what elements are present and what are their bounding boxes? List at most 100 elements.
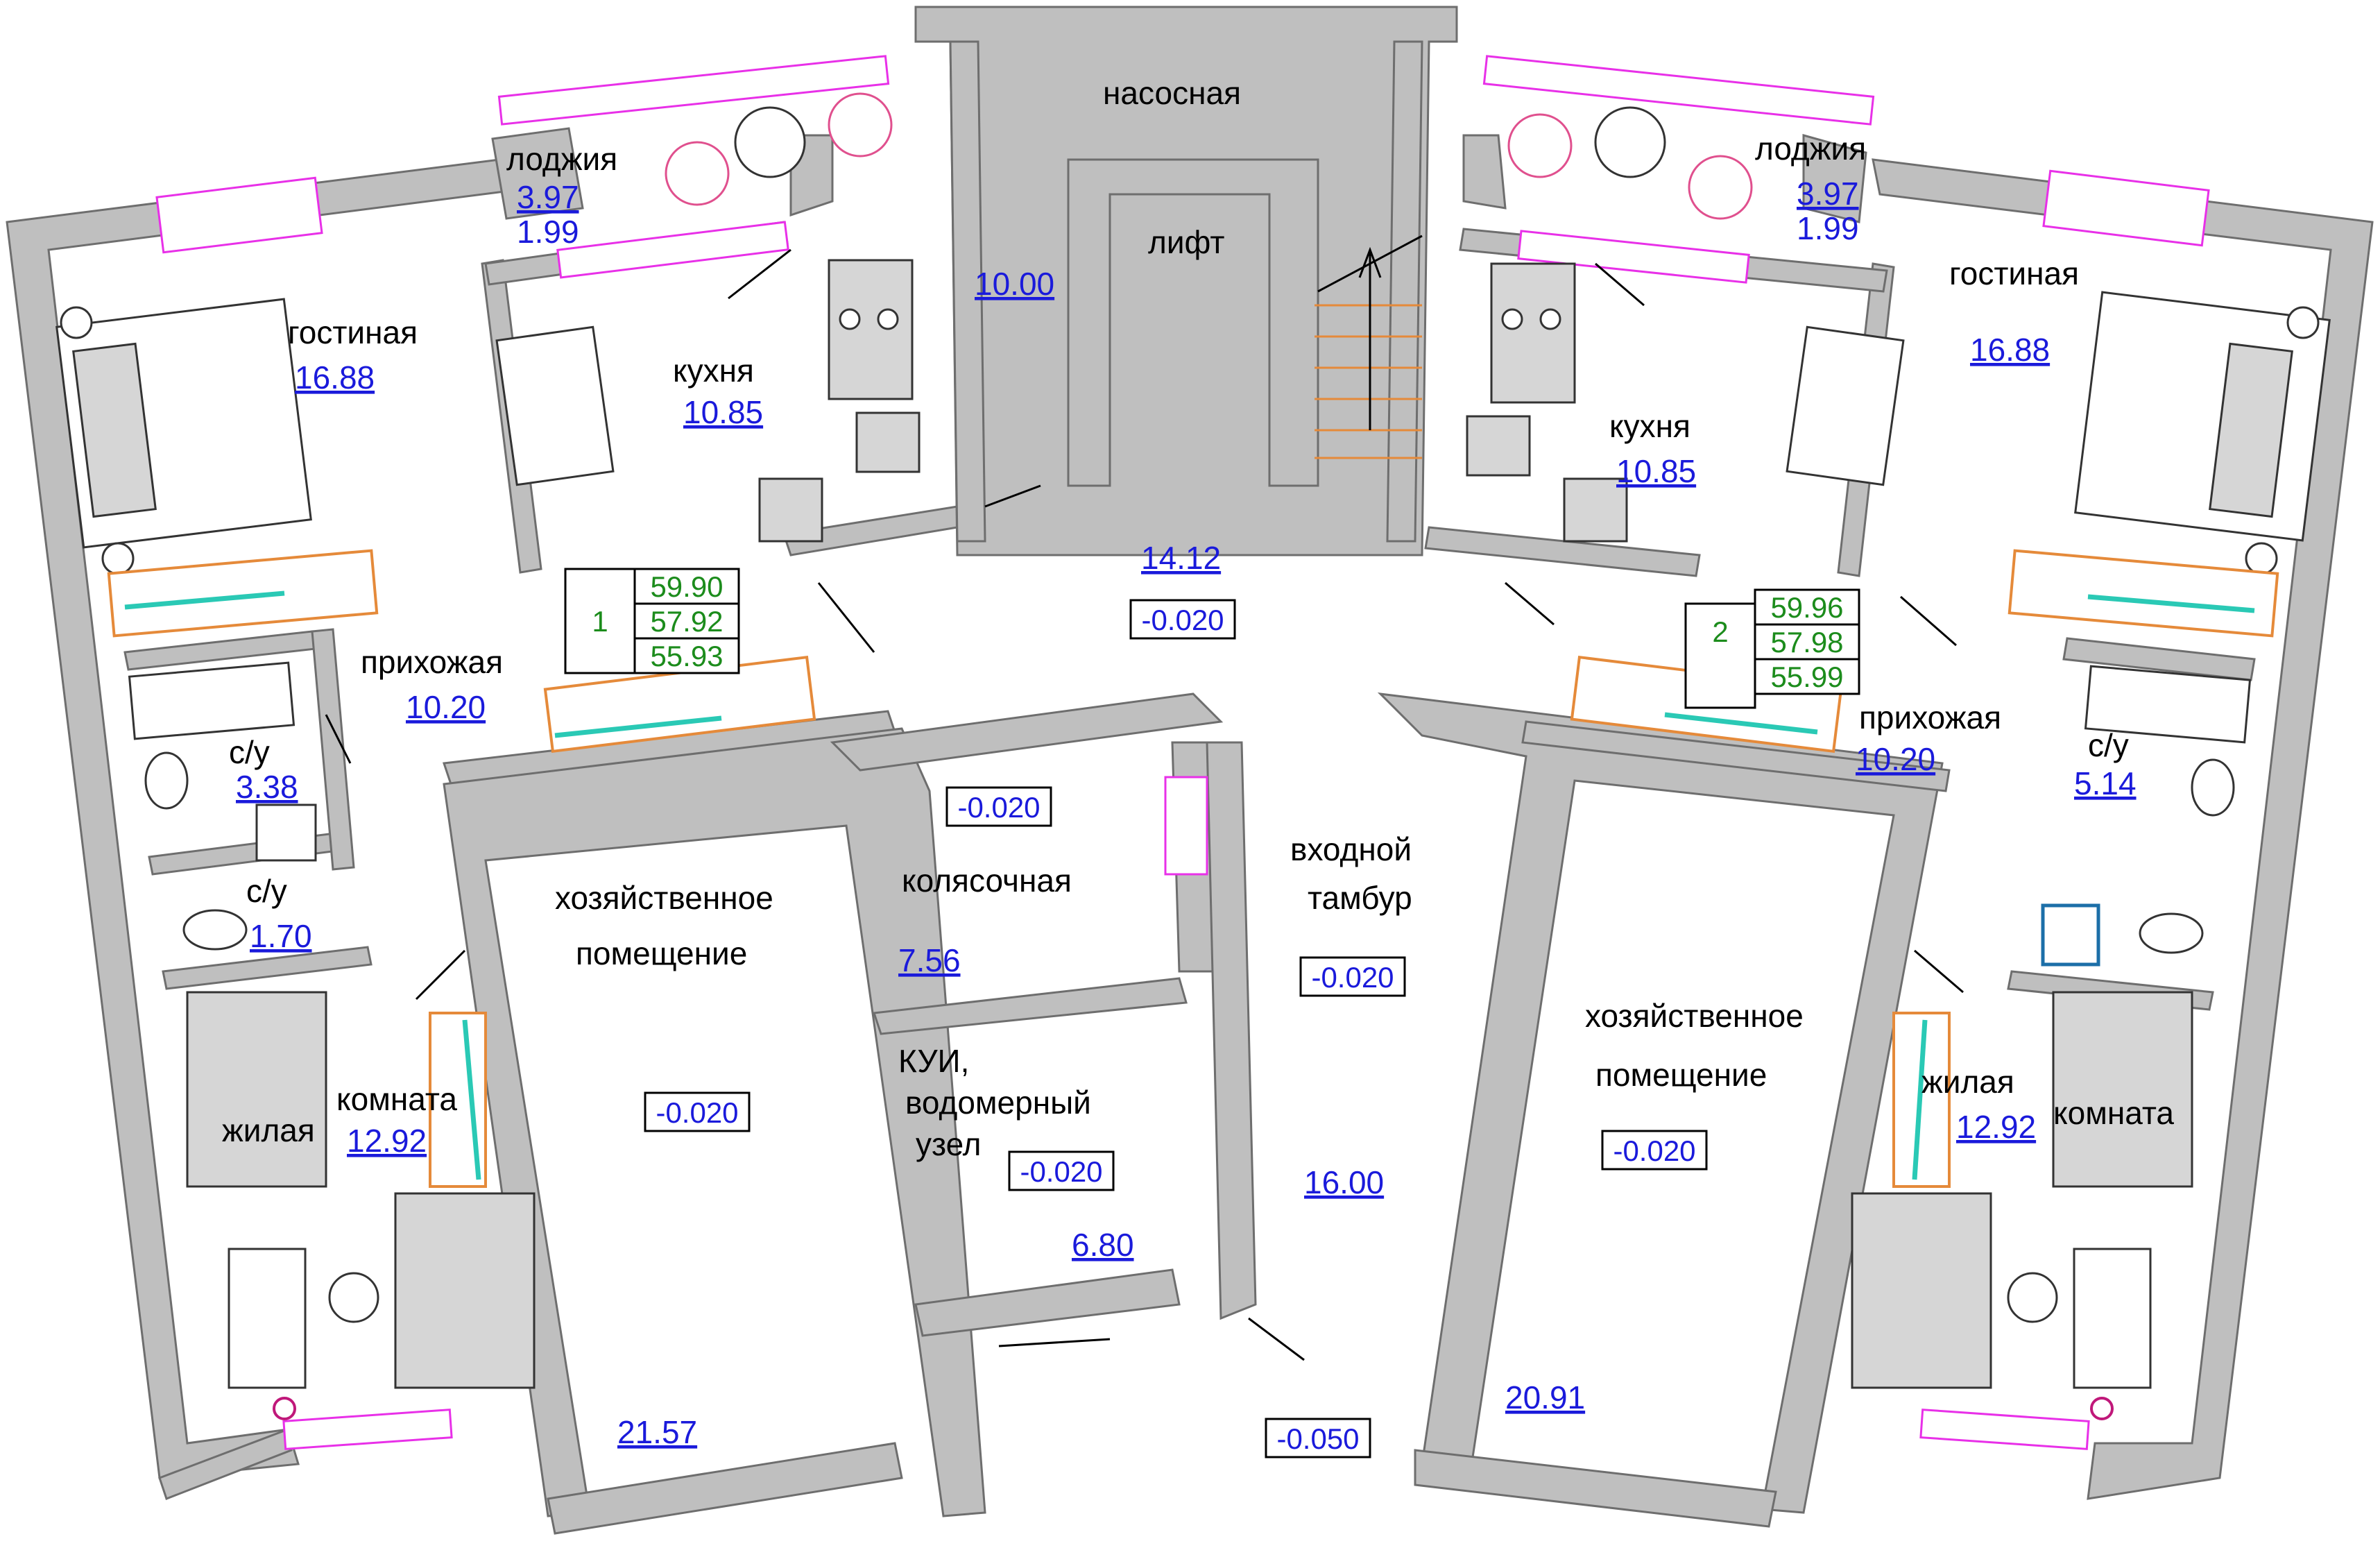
stair-arrow-head (1358, 246, 1382, 278)
living-right-area: 16.88 (1970, 332, 2050, 368)
washing-machine-left (255, 803, 317, 862)
apt1-net: 55.93 (650, 640, 723, 672)
living-left-area: 16.88 (295, 359, 375, 395)
nightstand-lamp-right (2245, 542, 2278, 575)
utility-right-name-1: хозяйственное (1585, 998, 1804, 1034)
doors (325, 248, 1964, 1361)
wall-right-loggia (1802, 134, 1867, 223)
wardrobe-rail (554, 715, 722, 738)
kitchen-left-area: 10.85 (683, 394, 763, 430)
apt2-number-box (1684, 602, 1756, 709)
loggia-left-name: лоджия (506, 141, 617, 177)
bedroom-left-area: 12.92 (347, 1123, 427, 1159)
bed-bedroom-left-2 (394, 1192, 536, 1389)
wall-utility-right-bottom (1414, 1449, 1777, 1528)
apt1-cell (633, 637, 740, 674)
vestibule-level: -0.020 (1311, 961, 1394, 994)
bedroom-right-area: 12.92 (1956, 1109, 2036, 1145)
apt2-total: 59.96 (1770, 591, 1843, 624)
wall-utility-left-bottom (547, 1442, 903, 1535)
bedroom-left-name-1: жилая (222, 1112, 315, 1148)
hall-right-name: прихожая (1859, 699, 2001, 735)
loggia-left-area2: 1.99 (517, 214, 579, 250)
bedroom-right-name-1: жилая (1921, 1064, 2014, 1100)
level-box (644, 1091, 751, 1132)
wall-right-hall-bottom (1521, 720, 1951, 792)
wall-vestibule-left (1206, 741, 1257, 1320)
meter-name-3: узел (916, 1126, 981, 1162)
wardrobe-rail (1912, 1019, 1928, 1180)
bed-pillows-left (72, 342, 157, 518)
kitchen-table-right (1786, 325, 1905, 486)
apt1-number: 1 (592, 605, 608, 638)
door-lift (984, 484, 1041, 508)
apt2-cell (1754, 623, 1860, 661)
wall-lift-shaft (1067, 158, 1319, 487)
window-bedroom-left (282, 1409, 453, 1450)
door-entrance-left (998, 1338, 1111, 1347)
stove-burner (1539, 308, 1561, 330)
bath-left-area: 3.38 (236, 769, 298, 805)
wall-left-loggia (491, 127, 584, 220)
wardrobe-living-left (107, 549, 379, 638)
loggia-table-left (734, 106, 806, 178)
fridge-left (758, 477, 823, 543)
hall-right-area: 10.20 (1856, 741, 1935, 777)
stroller-area: 7.56 (898, 942, 961, 978)
wall-right-outer (1872, 158, 2374, 1500)
kitchen-counter-left (828, 259, 914, 400)
room-labels: лоджия 3.97 1.99 лоджия 3.97 1.99 гостин… (222, 75, 2174, 1450)
stove-burner (877, 308, 899, 330)
pump-name: насосная (1103, 75, 1241, 111)
window-kitchen-right (1517, 230, 1750, 284)
hall-left-name: прихожая (361, 644, 503, 680)
kitchen-left-name: кухня (673, 352, 754, 389)
wc-left-area: 1.70 (250, 918, 312, 954)
socket-left (273, 1397, 296, 1420)
washbasin-right (2191, 758, 2235, 817)
sink-left (855, 411, 921, 473)
kitchen-right-name: кухня (1609, 408, 1690, 444)
apt1-living: 57.92 (650, 605, 723, 638)
utility-right-name-2: помещение (1595, 1057, 1767, 1093)
office-chair-left (328, 1272, 379, 1323)
wall-centre-top (914, 6, 1458, 556)
loggia-chair-left (828, 92, 893, 158)
wardrobe-living-right (2007, 549, 2279, 638)
utility-right-level: -0.020 (1613, 1134, 1695, 1167)
apt2-net: 55.99 (1770, 661, 1843, 693)
bed-bedroom-right (2052, 991, 2193, 1188)
apartment-1-table: 1 59.90 57.92 55.93 (564, 568, 740, 674)
apt1-cell (633, 602, 740, 640)
loggia-chair-right (1688, 155, 1753, 220)
wc-left-name: с/у (246, 873, 287, 909)
wall-left-corner-bottom (158, 1427, 293, 1500)
apartment-2-table: 2 59.96 57.98 55.99 (1684, 588, 1860, 709)
utility-left-name-1: хозяйственное (555, 880, 773, 916)
wall-meter-bottom (914, 1268, 1181, 1337)
door-hall-right (1505, 581, 1555, 626)
window-loggia-right (1482, 55, 1875, 126)
door-bedroom-right (1914, 949, 1964, 994)
apt2-living: 57.98 (1770, 626, 1843, 658)
wall-right-kitchen-bottom (1424, 526, 1701, 577)
wardrobe-rail (1664, 712, 1818, 735)
window-living-right (2042, 169, 2210, 247)
desk-left (228, 1248, 307, 1389)
vestibule-area: 16.00 (1304, 1164, 1384, 1200)
stove-burner (839, 308, 861, 330)
apt2-number: 2 (1712, 615, 1728, 648)
utility-left-area: 21.57 (617, 1414, 697, 1450)
door-bath-left (325, 714, 352, 764)
utility-right-area: 20.91 (1505, 1379, 1585, 1415)
utility-left-name-2: помещение (576, 935, 747, 971)
washing-machine-right (2041, 903, 2100, 967)
loggia-chair-left (665, 141, 730, 206)
bed-bedroom-right-2 (1851, 1192, 1992, 1389)
window-living-left (155, 176, 323, 254)
door-bath-right (1900, 595, 1957, 647)
apt1-cell (633, 568, 740, 605)
lift-name: лифт (1148, 224, 1224, 260)
desk-right (2073, 1248, 2152, 1389)
wall-right-loggia-l (1462, 134, 1507, 210)
